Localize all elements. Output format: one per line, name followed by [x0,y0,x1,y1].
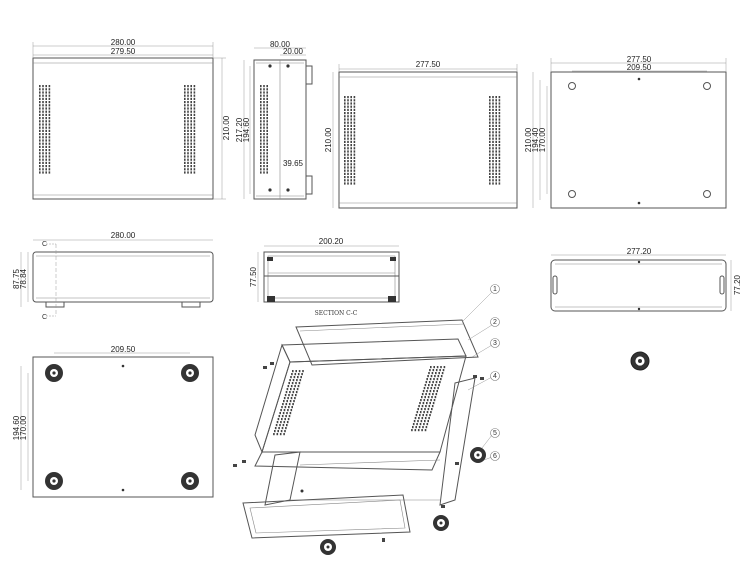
holes-panel-outline [550,71,727,209]
base-side-part [264,451,301,506]
vent-grid-left [39,85,51,174]
vent-grid-side [260,85,268,174]
vent-grid-left [344,96,356,185]
front-panel-part [242,494,411,539]
callout-circle [490,428,500,438]
dim-panel4-h1: 210.00 [524,127,533,152]
cut-mark-bottom: C [42,314,47,321]
callout-label: 2 [493,319,497,326]
dim-panel4-h3: 170.00 [538,127,547,152]
foot [320,539,336,555]
dim-section-width: 200.20 [319,237,344,246]
dim-bottom-width: 209.50 [111,345,136,354]
foot [45,364,63,382]
view-section: 200.20 77.50 SECTION C-C [249,237,400,317]
foot [181,364,199,382]
callout-circle [490,317,500,327]
dim-rear-height: 77.20 [733,274,742,295]
view-top: 280.00 279.50 210.00 [32,38,231,200]
callout-label: 4 [493,373,497,380]
callout-circle [490,284,500,294]
foot-detail [630,351,650,371]
cover-front-lip [254,451,441,471]
dim-panel4-width-inner: 209.50 [627,63,652,72]
callout-circle [490,451,500,461]
dim-side-width-inner: 20.00 [283,47,304,56]
foot [470,447,486,463]
callout-group: 1 2 3 4 5 6 [490,284,500,461]
cut-mark-top: C [42,241,47,248]
dim-panel3-width: 277.50 [416,60,441,69]
dim-top-width-outer: 280.00 [111,38,136,47]
dim-bottom-h2: 170.00 [19,415,28,440]
vent-grid-left [273,370,304,436]
dim-front-h2: 78.84 [19,268,28,289]
dim-front-width: 280.00 [111,231,136,240]
side-bracket [439,377,476,506]
dim-side-h1: 217.20 [235,117,244,142]
cover-left-side [254,343,291,454]
bottom-panel-outline [32,356,214,498]
dim-section-height: 77.50 [249,266,258,287]
rear-panel-outline [550,259,727,312]
front-panel-outline [32,251,214,303]
view-front: 280.00 87.75 78.84 C C [12,231,214,321]
view-bottom: 209.50 194.60 170.00 [12,345,214,498]
vent-grid-right [411,366,446,432]
foot [181,472,199,490]
screws [233,362,484,542]
foot [45,472,63,490]
dim-side-h2: 194.60 [242,117,251,142]
callout-circle [490,338,500,348]
dim-panel4-h2: 194.40 [531,127,540,152]
view-side: 80.00 20.00 217.20 194.60 39.65 [235,40,313,200]
dim-panel4-width-outer: 277.50 [627,55,652,64]
dim-panel3-height: 210.00 [324,127,333,152]
section-outline [263,251,400,303]
dim-front-h1: 87.75 [12,268,21,289]
view-panel-holes: 277.50 209.50 210.00 194.40 170.00 [524,55,727,209]
view-panel-vented: 277.50 210.00 [324,60,518,209]
dim-side-offset: 39.65 [283,159,304,168]
callout-label: 5 [493,430,497,437]
vent-grid-right [184,85,196,174]
callout-label: 3 [493,340,497,347]
dim-side-width-outer: 80.00 [270,40,291,49]
vent-grid-right [489,96,501,185]
exploded-view: 1 2 3 4 5 6 [233,284,500,555]
dim-bottom-h1: 194.60 [12,415,21,440]
top-panel-outline [32,57,214,200]
view-rear: 277.20 77.20 [550,247,742,312]
foot [433,515,449,531]
dim-rear-width: 277.20 [627,247,652,256]
callout-circle [490,371,500,381]
section-label: SECTION C-C [315,310,358,317]
callout-label: 1 [493,286,497,293]
vented-panel-outline [338,71,518,209]
back-cover-part [295,319,479,366]
dim-top-width-inner: 279.50 [111,47,136,56]
dim-top-height: 210.00 [222,115,231,140]
callout-label: 6 [493,453,497,460]
